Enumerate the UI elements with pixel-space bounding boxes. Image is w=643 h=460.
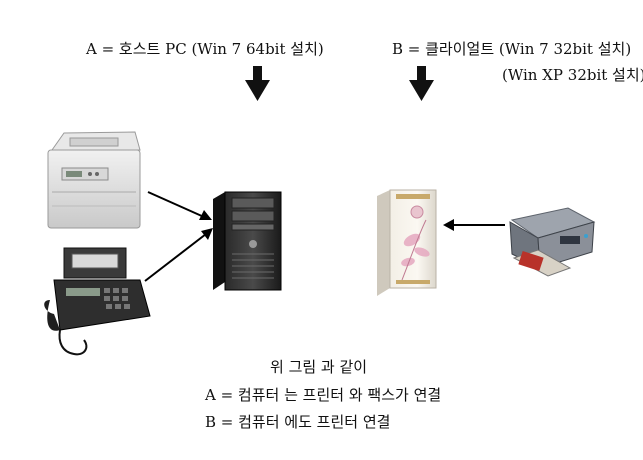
client-pc-label-os: (Win XP 32bit 설치) — [502, 66, 643, 84]
caption-line-3: B = 컴퓨터 에도 프린터 연결 — [205, 413, 391, 431]
host-pc-tower-icon — [213, 191, 282, 291]
caption-line-2: A = 컴퓨터 는 프린터 와 팩스가 연결 — [205, 386, 442, 404]
client-pc-tower-icon — [377, 189, 437, 296]
laser-printer-icon — [47, 131, 141, 229]
fax-to-host-arrow — [144, 228, 213, 282]
fax-machine-icon — [44, 247, 151, 356]
client-pc-label: B = 클라이얼트 (Win 7 32bit 설치) — [392, 40, 632, 58]
down-arrow-b-icon — [409, 66, 434, 101]
laser-printer-to-host-arrow — [147, 191, 212, 220]
inkjet-to-client-arrow — [443, 219, 505, 231]
caption-line-1: 위 그림 과 같이 — [270, 358, 368, 376]
down-arrow-a-icon — [245, 66, 270, 101]
host-pc-label: A = 호스트 PC (Win 7 64bit 설치) — [86, 40, 324, 58]
inkjet-printer-icon — [509, 207, 596, 277]
